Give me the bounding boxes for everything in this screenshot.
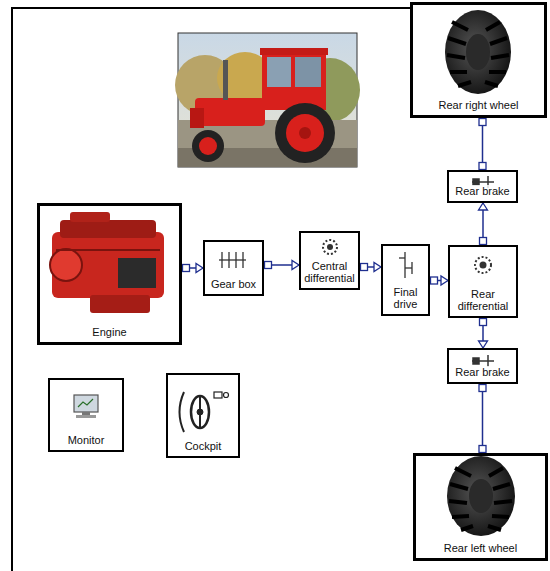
node-label: Central differential xyxy=(303,260,356,285)
node-label: Cockpit xyxy=(184,440,223,453)
tractor-photo xyxy=(175,33,360,167)
engine-box: Engine xyxy=(37,203,182,345)
node-label: Final drive xyxy=(385,286,426,311)
tire-picture xyxy=(447,456,515,536)
node-label: Engine xyxy=(91,326,127,339)
node-label: Rear right wheel xyxy=(437,99,519,112)
component-box: Rear differential xyxy=(448,245,518,318)
brake-box: Rear brake xyxy=(447,170,518,203)
component-box: Gear box xyxy=(203,240,264,296)
component-box: Final drive xyxy=(381,244,430,316)
monitor-symbol xyxy=(74,395,98,418)
node-label: Rear left wheel xyxy=(443,542,518,555)
component-box: Central differential xyxy=(299,231,360,290)
differential-symbol xyxy=(475,257,491,273)
connector xyxy=(479,118,486,170)
steering-wheel-symbol xyxy=(180,392,229,432)
frame-line xyxy=(12,8,410,571)
differential-symbol xyxy=(323,240,337,254)
wheel-box: Rear left wheel xyxy=(413,453,548,561)
connector xyxy=(182,264,203,273)
connector xyxy=(360,263,381,272)
node-label: Gear box xyxy=(210,278,257,291)
wheel-box: Rear right wheel xyxy=(410,2,547,118)
tire-picture xyxy=(445,10,511,94)
brake-symbol xyxy=(472,355,494,367)
brake-box: Rear brake xyxy=(447,348,518,384)
connector xyxy=(430,276,448,285)
connector xyxy=(479,384,486,453)
node-label: Monitor xyxy=(67,434,106,447)
gearbox-symbol xyxy=(219,252,246,268)
node-label: Rear differential xyxy=(452,288,514,313)
final-drive-symbol xyxy=(399,252,412,278)
connector xyxy=(479,318,488,348)
node-label: Rear brake xyxy=(454,366,510,379)
connector xyxy=(479,203,488,245)
engine-picture xyxy=(50,212,164,313)
monitor-box: Monitor xyxy=(48,378,124,452)
connector xyxy=(264,261,299,270)
cockpit-box: Cockpit xyxy=(166,373,240,458)
node-label: Rear brake xyxy=(454,185,510,198)
